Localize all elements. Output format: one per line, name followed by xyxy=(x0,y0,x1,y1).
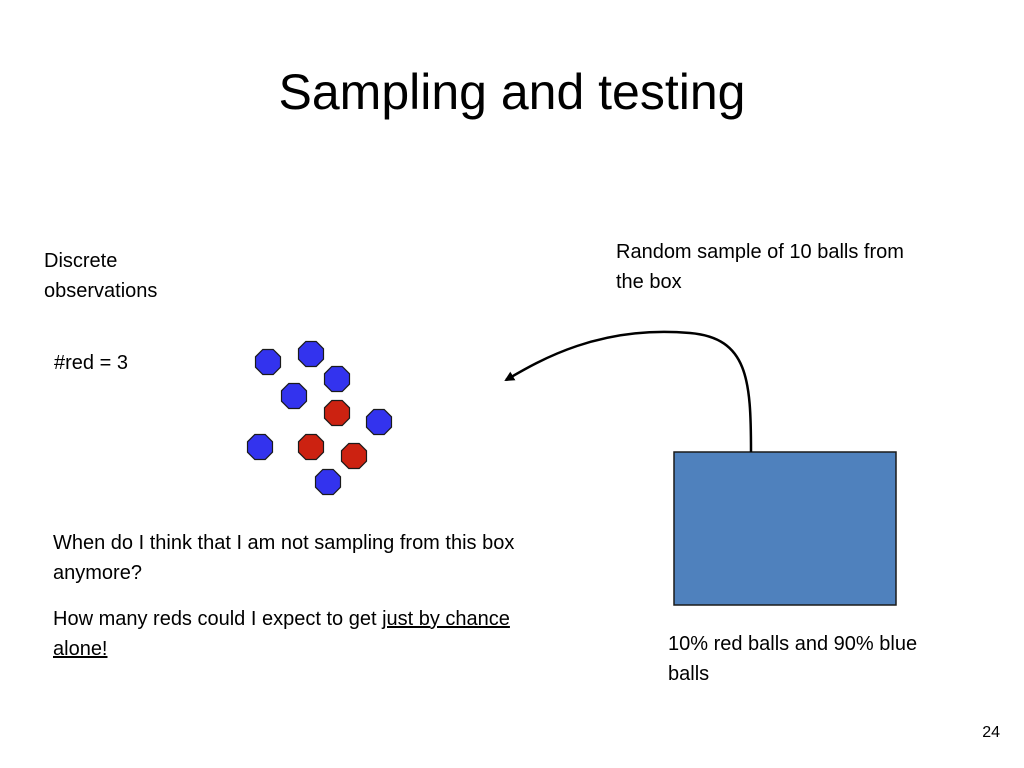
blue-ball xyxy=(323,365,351,393)
blue-ball xyxy=(246,433,274,461)
blue-ball xyxy=(314,468,342,496)
red-ball xyxy=(323,399,351,427)
question-chance-prefix: How many reds could I expect to get xyxy=(53,608,383,630)
sample-balls xyxy=(246,340,393,496)
discrete-observations-label: Discrete observations xyxy=(44,250,158,302)
blue-ball xyxy=(297,340,325,368)
blue-ball xyxy=(254,348,282,376)
red-ball xyxy=(297,433,325,461)
ball-box xyxy=(673,451,897,606)
question-chance: How many reds could I expect to get just… xyxy=(53,604,533,664)
sample-arrow xyxy=(504,330,753,453)
question-sampling-box: When do I think that I am not sampling f… xyxy=(53,532,515,584)
blue-ball xyxy=(365,408,393,436)
question-chance-emphasis: just by chance alone! xyxy=(53,608,510,660)
slide-title: Sampling and testing xyxy=(278,64,746,120)
box-composition-label: 10% red balls and 90% blue balls xyxy=(668,633,918,685)
sample-description-label: Random sample of 10 balls from the box xyxy=(616,241,904,293)
page-number: 24 xyxy=(982,724,1000,741)
blue-ball xyxy=(280,382,308,410)
red-ball xyxy=(340,442,368,470)
red-count-label: #red = 3 xyxy=(54,352,128,374)
